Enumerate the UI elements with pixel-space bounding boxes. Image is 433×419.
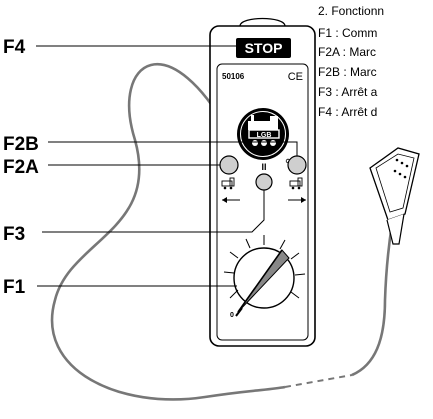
loco-right-icon bbox=[289, 177, 303, 190]
model-number: 50106 bbox=[222, 72, 245, 81]
stop-button[interactable]: STOP bbox=[236, 38, 291, 58]
callout-f2a: F2A bbox=[3, 157, 39, 178]
callout-f1: F1 bbox=[3, 277, 26, 298]
dial-zero-label: 0 bbox=[230, 312, 234, 319]
f3-leader bbox=[42, 190, 265, 233]
pause-symbol: II bbox=[261, 162, 266, 172]
callout-f2b: F2B bbox=[3, 134, 39, 155]
ce-mark: CE bbox=[288, 71, 303, 83]
legend-item: F1 : Comm bbox=[318, 26, 377, 40]
f2b-leader bbox=[48, 141, 298, 156]
arrow-left-icon bbox=[222, 197, 240, 203]
legend-item: F4 : Arrêt d bbox=[318, 105, 377, 119]
loco-left-icon bbox=[221, 177, 235, 190]
cable-icon bbox=[50, 62, 394, 401]
direction-left-button[interactable] bbox=[219, 155, 239, 175]
speed-dial[interactable] bbox=[223, 235, 306, 317]
logo-text: LGB bbox=[257, 132, 272, 139]
legend-item: F3 : Arrêt a bbox=[318, 85, 378, 99]
legend-item: F2B : Marc bbox=[318, 65, 377, 79]
connector-icon bbox=[369, 147, 420, 245]
direction-right-button[interactable] bbox=[287, 155, 307, 175]
pause-button[interactable] bbox=[255, 173, 273, 191]
section-heading: 2. Fonctionn bbox=[318, 4, 384, 18]
callout-f4: F4 bbox=[3, 37, 26, 58]
stop-label: STOP bbox=[245, 40, 283, 56]
legend-item: F2A : Marc bbox=[318, 45, 376, 59]
arrow-right-icon bbox=[288, 197, 306, 203]
loco-logo-icon: LGB bbox=[237, 108, 289, 160]
callout-f3: F3 bbox=[3, 224, 25, 245]
